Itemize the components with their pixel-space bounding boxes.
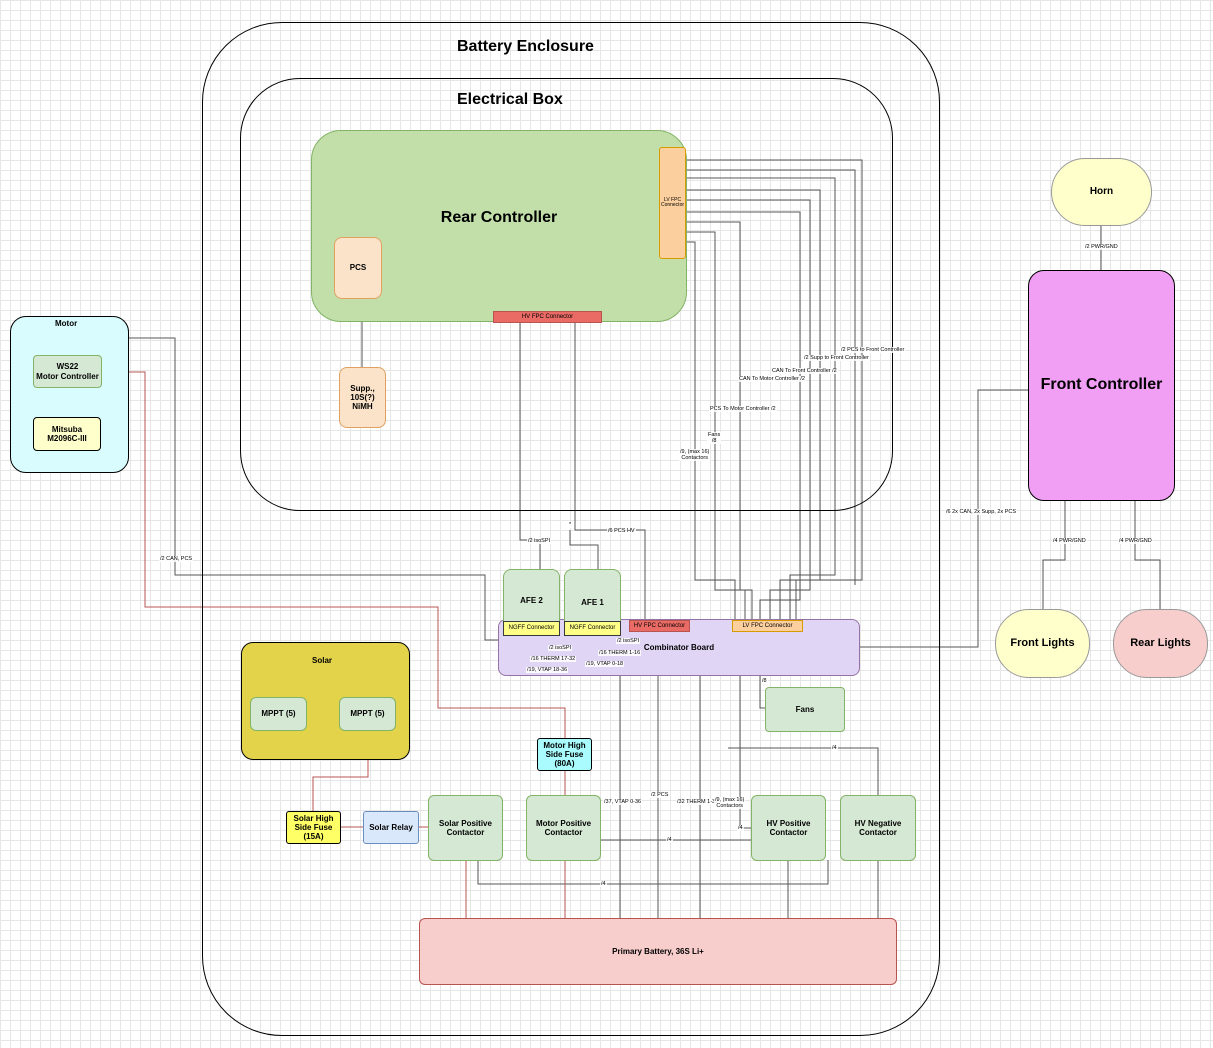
battery-enclosure-title: Battery Enclosure (457, 38, 594, 55)
wire-lv-to-motor (686, 231, 746, 620)
mitsuba-motor[interactable]: Mitsuba M2096C-III (33, 417, 101, 451)
combinator-board-label: Combinator Board (643, 642, 715, 652)
supp-battery[interactable]: Supp., 10S(?) NiMH (339, 367, 386, 428)
primary-battery[interactable]: Primary Battery, 36S Li+ (419, 918, 897, 985)
lv-fpc-connector-rear[interactable]: LV FPC Connector (659, 147, 686, 259)
rear-lights[interactable]: Rear Lights (1113, 609, 1208, 678)
label-rear-lights-pwr: /4 PWR/GND (1118, 538, 1153, 545)
wire-front-bundle (860, 389, 1030, 648)
wire-contactors-cb (477, 860, 829, 885)
hv-fpc-connector-rear[interactable]: HV FPC Connector (493, 311, 602, 323)
label-contactors-cb: /9, (max 16) Contactors (714, 797, 746, 810)
label-vtap-18-36: /19, VTAP 18-36 (526, 667, 569, 674)
label-fans: Fans /8 (707, 432, 722, 445)
hv-negative-contactor[interactable]: HV Negative Contactor (840, 795, 916, 861)
label-n4: /4 (737, 825, 744, 832)
label-can-motor: CAN To Motor Controller /2 (738, 376, 806, 383)
ngff-connector-afe2[interactable]: NGFF Connector (503, 621, 560, 636)
afe-1[interactable]: AFE 1 (564, 569, 621, 631)
afe-1-label: AFE 1 (581, 598, 604, 607)
wire-lv-contactors (686, 241, 736, 620)
label-front-lights-pwr: /4 PWR/GND (1052, 538, 1087, 545)
pcs-block[interactable]: PCS (334, 237, 382, 299)
battery-enclosure (202, 22, 940, 1036)
wire-lv-to-front (686, 211, 801, 620)
solar-positive-contactor[interactable]: Solar Positive Contactor (428, 795, 503, 861)
motor-positive-contactor[interactable]: Motor Positive Contactor (526, 795, 601, 861)
label-contactors-rc: /9, (max 16) Contactors (679, 449, 711, 462)
hv-fpc-connector-combinator[interactable]: HV FPC Connector (629, 620, 690, 632)
fans[interactable]: Fans (765, 687, 845, 732)
label-vtap-0-18: /19, VTAP 0-18 (585, 661, 625, 668)
afe-2[interactable]: AFE 2 (503, 569, 560, 631)
wire-lv-to-front (686, 189, 821, 620)
motor-high-side-fuse[interactable]: Motor High Side Fuse (80A) (537, 738, 592, 771)
wire-rear-lights (1134, 500, 1161, 610)
lv-fpc-connector-combinator[interactable]: LV FPC Connector (732, 620, 803, 632)
label-therm-1-32: /32 THERM 1-32 (676, 799, 720, 806)
afe-2-label: AFE 2 (520, 596, 543, 605)
label-star: * (568, 522, 573, 529)
wire-motor-hv (102, 371, 566, 738)
wire-lv-to-front (686, 169, 856, 585)
label-ws22-can: /2 CAN, PCS (159, 556, 194, 563)
mppt-1[interactable]: MPPT (5) (250, 697, 307, 731)
label-vtap-0-36: /37, VTAP 0-36 (603, 799, 643, 806)
wire-lv-to-front (686, 159, 863, 620)
horn[interactable]: Horn (1051, 158, 1152, 226)
rear-controller-label: Rear Controller (440, 209, 558, 226)
label-isospi-rc: /2 isoSPI (527, 538, 552, 545)
label-front-bundle: /6 2x CAN, 2x Supp, 2x PCS (945, 509, 1018, 516)
wire-front-lights (1042, 500, 1066, 610)
ngff-connector-afe1[interactable]: NGFF Connector (564, 621, 621, 636)
electrical-box (240, 78, 893, 511)
solar-relay[interactable]: Solar Relay (363, 811, 419, 844)
label-pcs-2: /2 PCS (650, 792, 670, 799)
mppt-2[interactable]: MPPT (5) (339, 697, 396, 731)
label-pcs-hv: /6 PCS HV (607, 528, 636, 535)
wire-contactors-cb (728, 747, 879, 795)
solar-high-side-fuse[interactable]: Solar High Side Fuse (15A) (286, 811, 341, 844)
label-pcs-front: /2 PCS to Front Controller (840, 347, 906, 354)
label-therm-17-32: /16 THERM 17-32 (530, 656, 577, 663)
label-isospi-b: /2 isoSPI (548, 645, 573, 652)
label-supp-front: /2 Supp to Front Controller (803, 355, 870, 362)
label-n4: /4 (831, 745, 838, 752)
front-lights[interactable]: Front Lights (995, 609, 1090, 678)
label-pcs-motor: PCS To Motor Controller /2 (709, 406, 777, 413)
label-n4: /4 (600, 881, 607, 888)
ws22-motor-controller[interactable]: WS22 Motor Controller (33, 355, 102, 388)
label-horn-pwr: /2 PWR/GND (1084, 244, 1119, 251)
wire-fans (759, 675, 765, 709)
electrical-box-title: Electrical Box (457, 91, 563, 108)
label-can-front: CAN To Front Controller /2 (771, 368, 838, 375)
motor-title: Motor (55, 319, 78, 328)
label-fans-cb: /8 (761, 678, 768, 685)
solar-title: Solar (312, 656, 333, 665)
front-controller[interactable]: Front Controller (1028, 270, 1175, 501)
label-n4: /4 (666, 837, 673, 844)
hv-positive-contactor[interactable]: HV Positive Contactor (751, 795, 826, 861)
label-isospi-a: /2 isoSPI (616, 638, 641, 645)
label-therm-1-16: /16 THERM 1-16 (598, 650, 642, 657)
